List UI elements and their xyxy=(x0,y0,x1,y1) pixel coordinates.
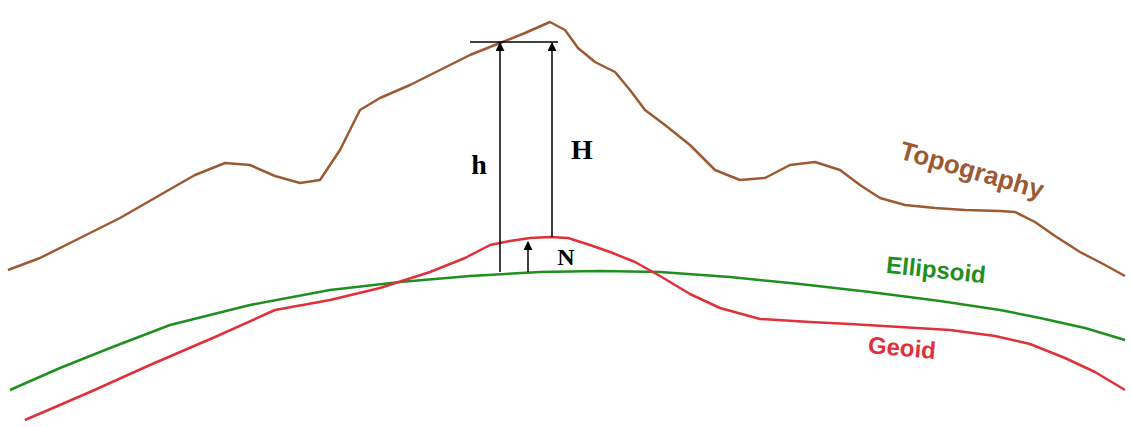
height-symbol: H xyxy=(571,136,593,164)
surface-label: Geoid xyxy=(867,333,937,363)
N-arrow xyxy=(527,242,529,272)
geoid-line xyxy=(25,237,1125,420)
h-arrow xyxy=(499,43,501,272)
surface-label: Ellipsoid xyxy=(885,253,987,287)
top-tick-line xyxy=(470,41,558,43)
height-symbol: N xyxy=(557,245,574,269)
surface-label: Topography xyxy=(897,137,1047,203)
H-arrow xyxy=(551,43,553,237)
height-symbol: h xyxy=(471,151,487,179)
